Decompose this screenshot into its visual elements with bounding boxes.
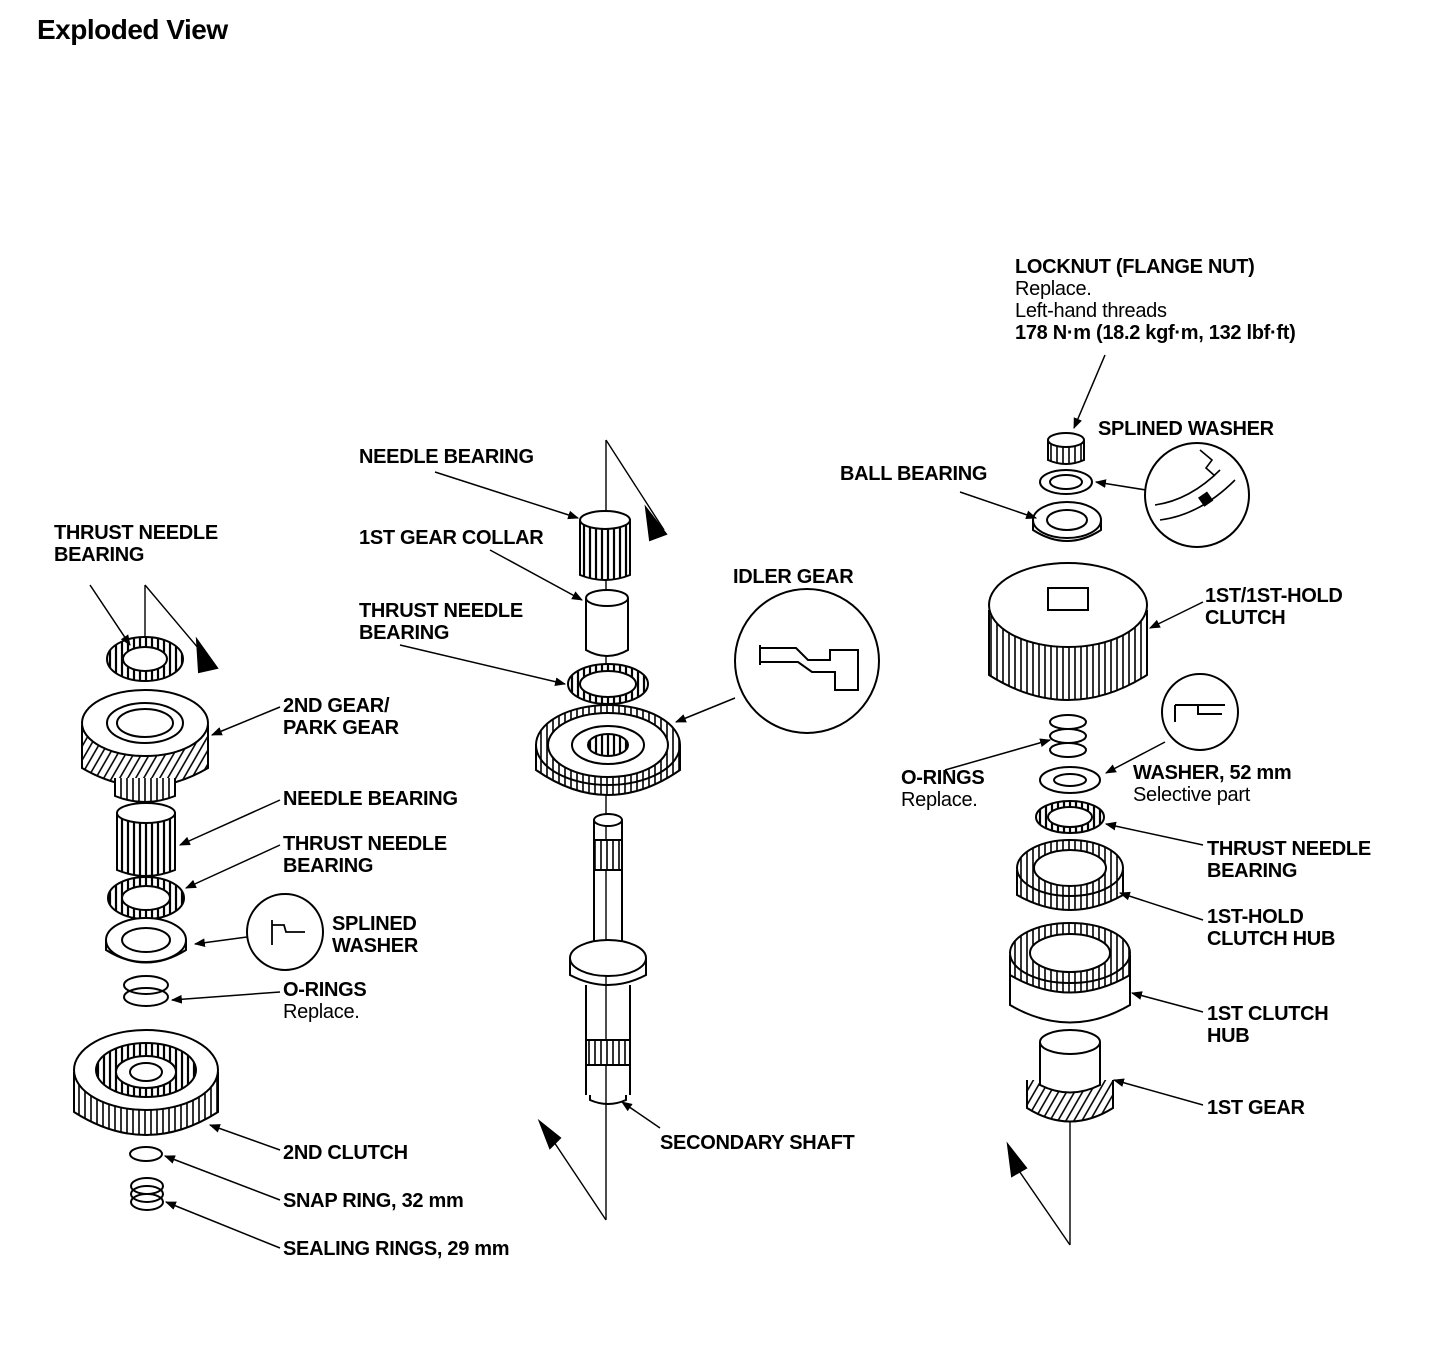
o-rings-left-part bbox=[123, 975, 169, 1007]
first-gear-collar-label: 1ST GEAR COLLAR bbox=[359, 527, 544, 549]
secondary-shaft-part bbox=[569, 813, 647, 1105]
thrust-needle-bearing-top-part bbox=[106, 636, 184, 682]
splined-washer-left-part bbox=[105, 917, 187, 964]
thrust-needle-left-top-label: THRUST NEEDLE BEARING bbox=[54, 522, 218, 566]
needle-bearing-left-part bbox=[116, 802, 176, 877]
first-gear-label: 1ST GEAR bbox=[1207, 1097, 1305, 1119]
o-rings-left-label: O-RINGS Replace. bbox=[283, 979, 367, 1023]
first-hold-clutch-label: 1ST/1ST-HOLD CLUTCH bbox=[1205, 585, 1343, 629]
needle-bearing-center-part bbox=[579, 510, 631, 581]
idler-gear-label: IDLER GEAR bbox=[733, 566, 854, 588]
splined-washer-right-part bbox=[1039, 469, 1093, 495]
sealing-rings-label: SEALING RINGS, 29 mm bbox=[283, 1238, 510, 1260]
first-gear-part bbox=[1026, 1029, 1114, 1123]
thrust-needle-bearing-left-part bbox=[107, 876, 185, 920]
right-assembly bbox=[944, 354, 1250, 1246]
thrust-needle-bearing-center-part bbox=[567, 663, 649, 705]
snap-ring-label: SNAP RING, 32 mm bbox=[283, 1190, 464, 1212]
splined-washer-right-label: SPLINED WASHER bbox=[1098, 418, 1274, 440]
o-rings-right-label: O-RINGS Replace. bbox=[901, 767, 985, 811]
splined-washer-detail-circle bbox=[246, 893, 324, 971]
washer-52mm-detail-circle bbox=[1161, 673, 1239, 751]
idler-gear-part bbox=[535, 704, 681, 796]
o-rings-right-part bbox=[1049, 714, 1087, 758]
first-gear-collar-part bbox=[585, 589, 629, 657]
locknut-label: LOCKNUT (FLANGE NUT) Replace. Left-hand … bbox=[1015, 256, 1296, 344]
first-hold-clutch-part bbox=[988, 562, 1148, 701]
second-gear-park-gear-part bbox=[81, 689, 209, 803]
page-title: Exploded View bbox=[37, 14, 228, 45]
first-hold-clutch-hub-label: 1ST-HOLD CLUTCH HUB bbox=[1207, 906, 1336, 950]
needle-bearing-left-label: NEEDLE BEARING bbox=[283, 788, 458, 810]
ball-bearing-part bbox=[1032, 501, 1102, 542]
thrust-needle-right-label: THRUST NEEDLE BEARING bbox=[1207, 838, 1371, 882]
washer-52mm-label: WASHER, 52 mm Selective part bbox=[1133, 762, 1292, 806]
first-clutch-hub-label: 1ST CLUTCH HUB bbox=[1207, 1003, 1329, 1047]
secondary-shaft-label: SECONDARY SHAFT bbox=[660, 1132, 855, 1154]
locknut-part bbox=[1047, 432, 1085, 465]
idler-gear-detail-circle bbox=[734, 588, 880, 734]
thrust-needle-bearing-right-part bbox=[1035, 800, 1105, 834]
second-gear-park-gear-label: 2ND GEAR/ PARK GEAR bbox=[283, 695, 399, 739]
splined-washer-left-label: SPLINED WASHER bbox=[332, 913, 418, 957]
thrust-needle-left-label: THRUST NEEDLE BEARING bbox=[283, 833, 447, 877]
needle-bearing-center-label: NEEDLE BEARING bbox=[359, 446, 534, 468]
sealing-rings-part bbox=[130, 1177, 164, 1211]
first-clutch-hub-part bbox=[1009, 922, 1131, 1024]
thrust-needle-center-label: THRUST NEEDLE BEARING bbox=[359, 600, 523, 644]
second-clutch-part bbox=[73, 1029, 219, 1136]
first-hold-clutch-hub-part bbox=[1016, 839, 1124, 911]
left-assembly bbox=[73, 584, 324, 1249]
second-clutch-label: 2ND CLUTCH bbox=[283, 1142, 408, 1164]
center-assembly bbox=[399, 439, 880, 1221]
snap-ring-part bbox=[129, 1146, 163, 1162]
ball-bearing-label: BALL BEARING bbox=[840, 463, 988, 485]
washer-52mm-part bbox=[1039, 766, 1101, 794]
splined-washer-right-detail-circle bbox=[1144, 442, 1250, 548]
